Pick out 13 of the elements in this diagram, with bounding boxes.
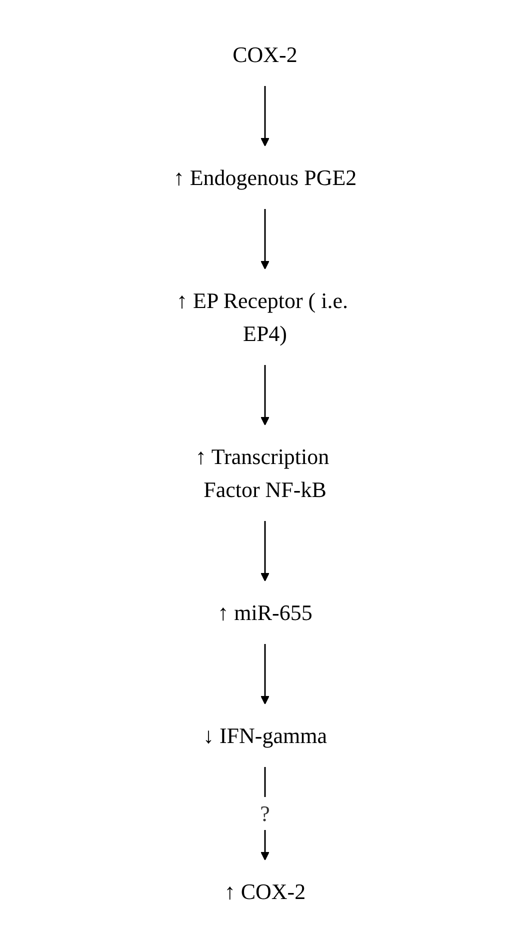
- arrow: [260, 644, 269, 704]
- arrow: [260, 365, 269, 426]
- node-text: ↑ EP Receptor ( i.e. EP4): [176, 288, 348, 346]
- node-text: ↓ IFN-gamma: [202, 723, 327, 748]
- node-text: COX-2: [232, 42, 297, 67]
- node-text: ↑ miR-655: [217, 600, 312, 625]
- arrow: [260, 521, 269, 582]
- edge-label: ?: [260, 801, 270, 826]
- arrow: [260, 86, 269, 146]
- node-text: ↑ Endogenous PGE2: [172, 165, 356, 190]
- arrow: [260, 209, 269, 270]
- node-text: ↑ Transcription Factor NF-kB: [194, 444, 329, 502]
- node-text: ↑ COX-2: [224, 879, 306, 904]
